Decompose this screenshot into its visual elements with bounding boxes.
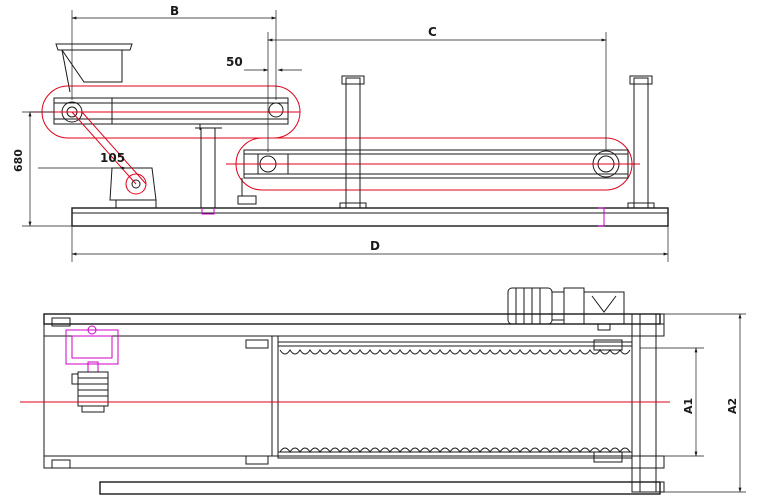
dim-105-label: 105 — [100, 151, 125, 165]
dim-680-label: 680 — [12, 149, 25, 172]
upper-belt — [30, 85, 301, 139]
bottom-belt-edge — [279, 447, 631, 453]
plan-gearbox — [65, 325, 119, 373]
dim-a2-label: A2 — [726, 398, 739, 414]
side-elevation: B C 50 105 680 D — [12, 4, 669, 262]
base-frame — [71, 207, 669, 227]
hopper — [55, 43, 133, 93]
drive-motor — [71, 111, 157, 209]
top-belt-edge — [279, 349, 631, 355]
dim-a1-label: A1 — [682, 398, 695, 414]
dim-d-label: D — [370, 239, 380, 253]
dim-b-label: B — [170, 4, 179, 18]
dim-50-label: 50 — [226, 55, 243, 69]
dim-c-label: C — [428, 25, 437, 39]
lower-belt — [226, 137, 640, 205]
plan-top-motor — [507, 287, 625, 331]
plan-view: A1 A2 — [20, 287, 746, 495]
plan-side-motor — [71, 371, 109, 413]
